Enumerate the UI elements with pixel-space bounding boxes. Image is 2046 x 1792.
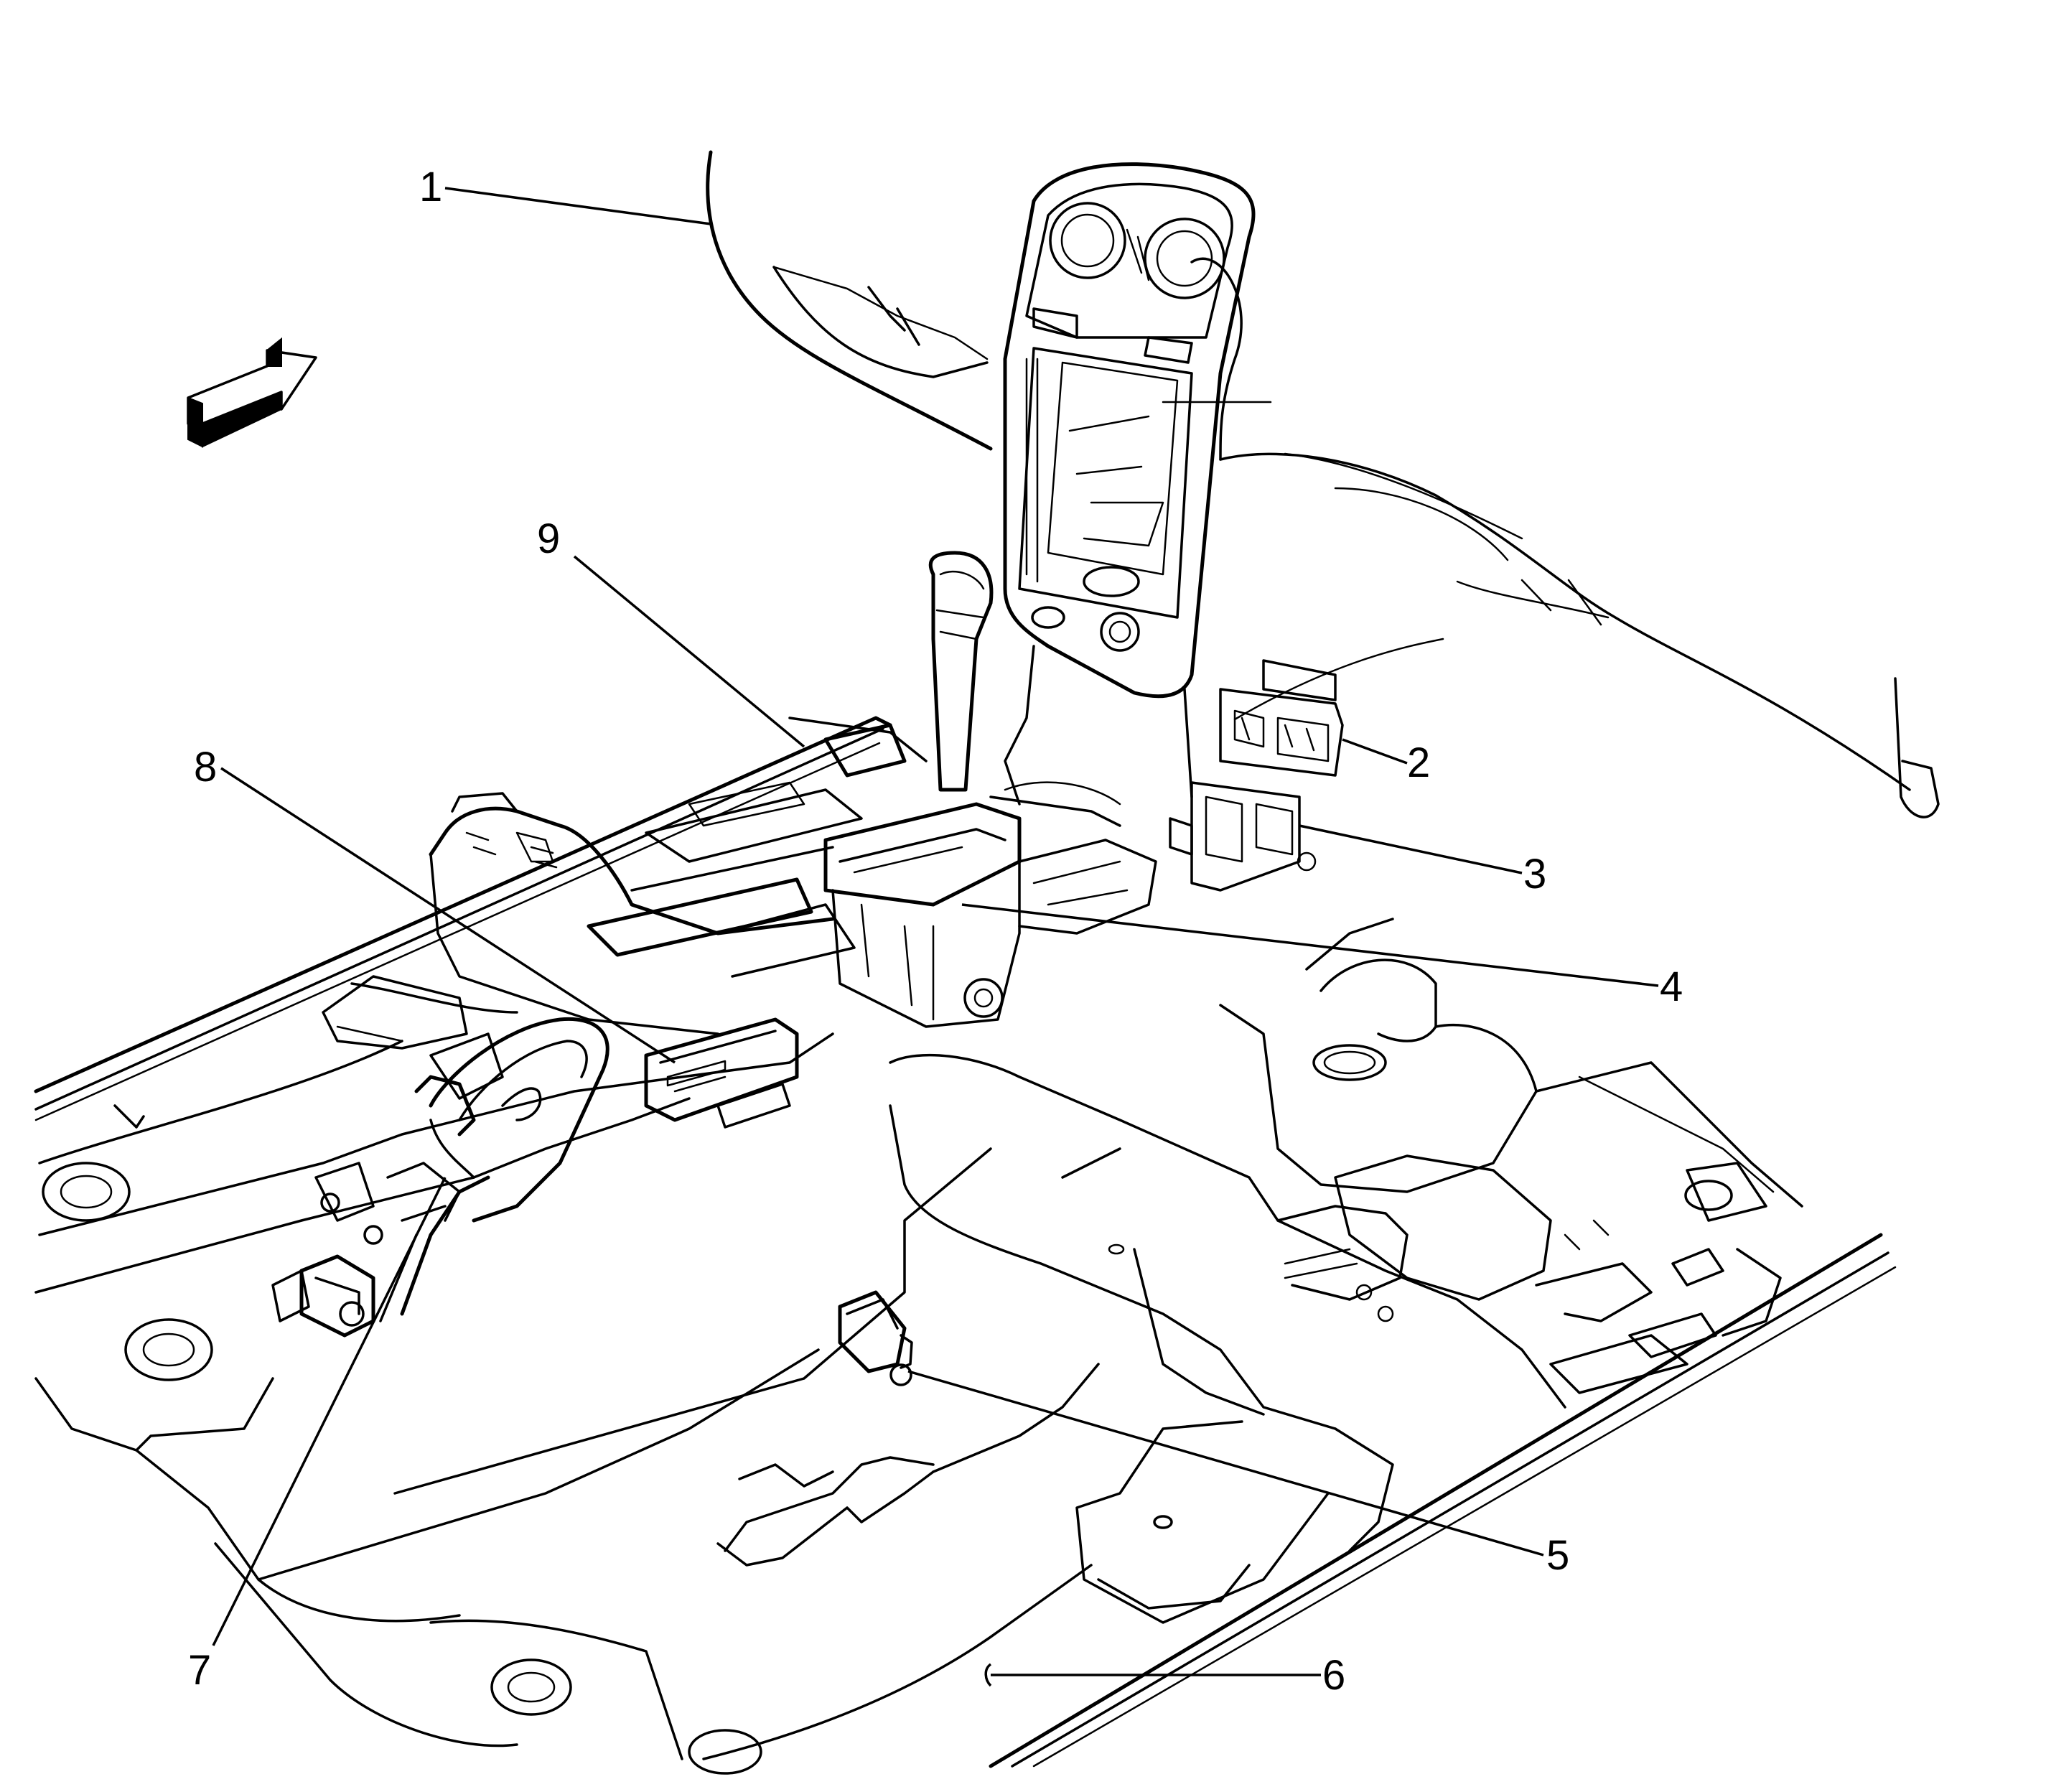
sensor-5 (838, 1290, 913, 1386)
floor-console-tunnel (429, 717, 1121, 1035)
leader-lines (212, 187, 1659, 1687)
parking-brake-lever (271, 1017, 609, 1338)
forward-arrow-icon (187, 337, 317, 448)
callout-3: 3 (1523, 851, 1546, 897)
callout-6: 6 (1322, 1652, 1345, 1699)
callout-4: 4 (1660, 963, 1683, 1010)
instrument-panel (706, 150, 1940, 818)
center-stack-bezel (1003, 162, 1256, 806)
callout-8: 8 (194, 744, 217, 790)
shift-lever (928, 551, 994, 792)
control-module-2 (1219, 659, 1344, 777)
left-sill-trim (322, 975, 518, 1100)
callout-labels: 1 2 3 4 5 6 7 8 9 (188, 164, 1683, 1699)
callout-5: 5 (1546, 1532, 1569, 1579)
control-module-3 (1169, 781, 1317, 892)
callout-9: 9 (537, 515, 560, 562)
floor-pan (34, 716, 1100, 1775)
control-module-8 (644, 1017, 799, 1129)
shifter-base (823, 802, 1157, 1028)
right-floor-area (889, 918, 1897, 1768)
callout-2: 2 (1407, 739, 1430, 786)
callout-7: 7 (188, 1647, 211, 1694)
callout-1: 1 (419, 164, 442, 210)
